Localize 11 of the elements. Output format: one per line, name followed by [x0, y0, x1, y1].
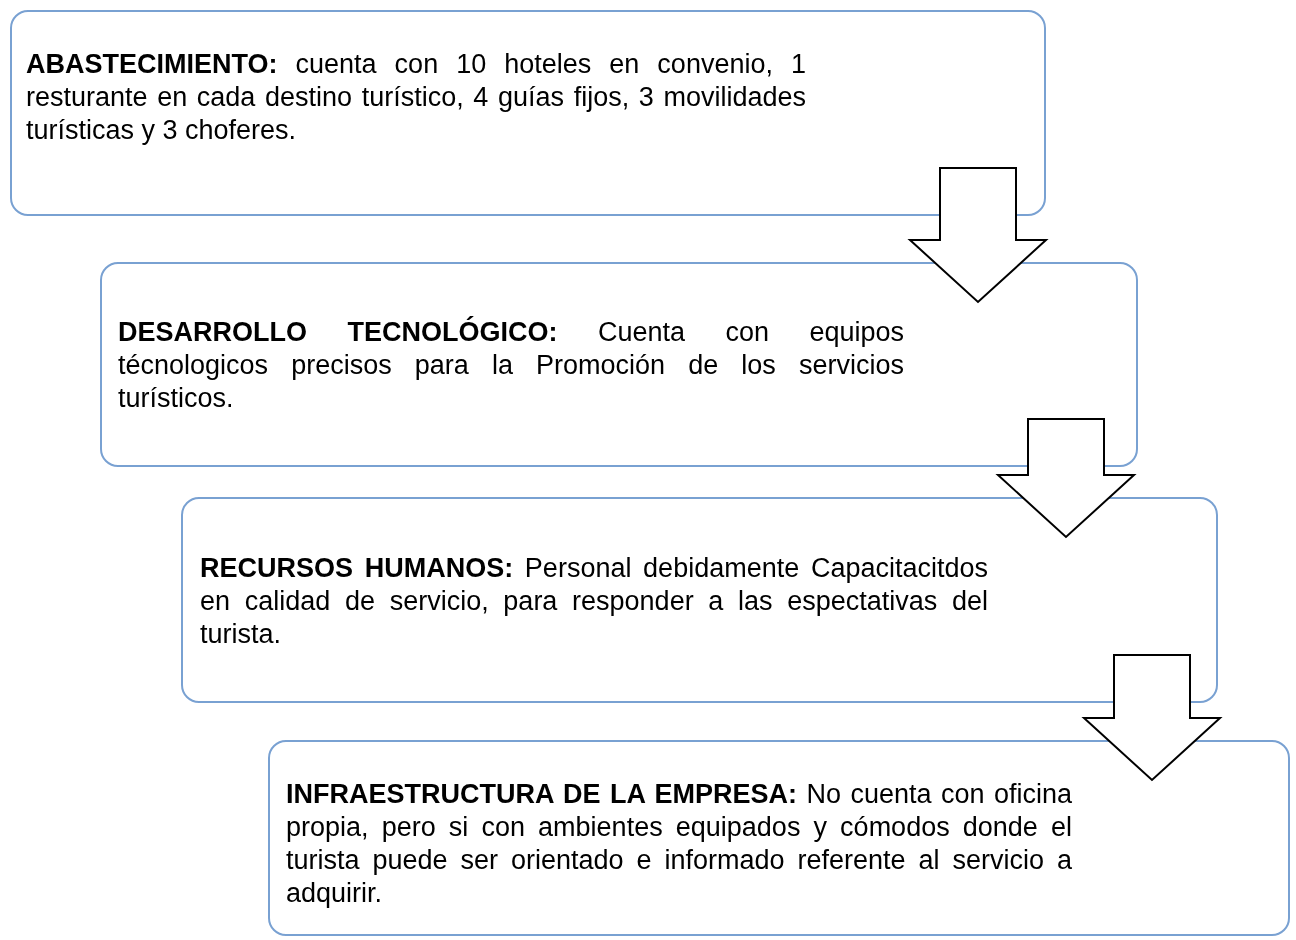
block-arrow [995, 418, 1137, 539]
process-box [268, 740, 1290, 936]
block-arrow [1081, 654, 1223, 782]
process-box [100, 262, 1138, 467]
process-box [181, 497, 1218, 703]
block-arrow [907, 167, 1049, 304]
description-text: INFRAESTRUCTURA DE LA EMPRESA: No cuenta con oficina propia, pero si con ambientes equipados y cómodos donde el turista puede ser orientado e informado referente al servicio a adquirir. [286, 778, 1072, 910]
description-text: ABASTECIMIENTO: cuenta con 10 hoteles en convenio, 1 resturante en cada destino turístico, 4 guías fijos, 3 movilidades turísticas y 3 choferes. [26, 48, 806, 147]
description-text: RECURSOS HUMANOS: Personal debidamente Capacitacitdos en calidad de servicio, para responder a las espectativas del turista. [200, 552, 988, 651]
process-box [10, 10, 1046, 216]
description-text: DESARROLLO TECNOLÓGICO: Cuenta con equipos técnologicos precisos para la Promoción de los servicios turísticos. [118, 316, 904, 415]
